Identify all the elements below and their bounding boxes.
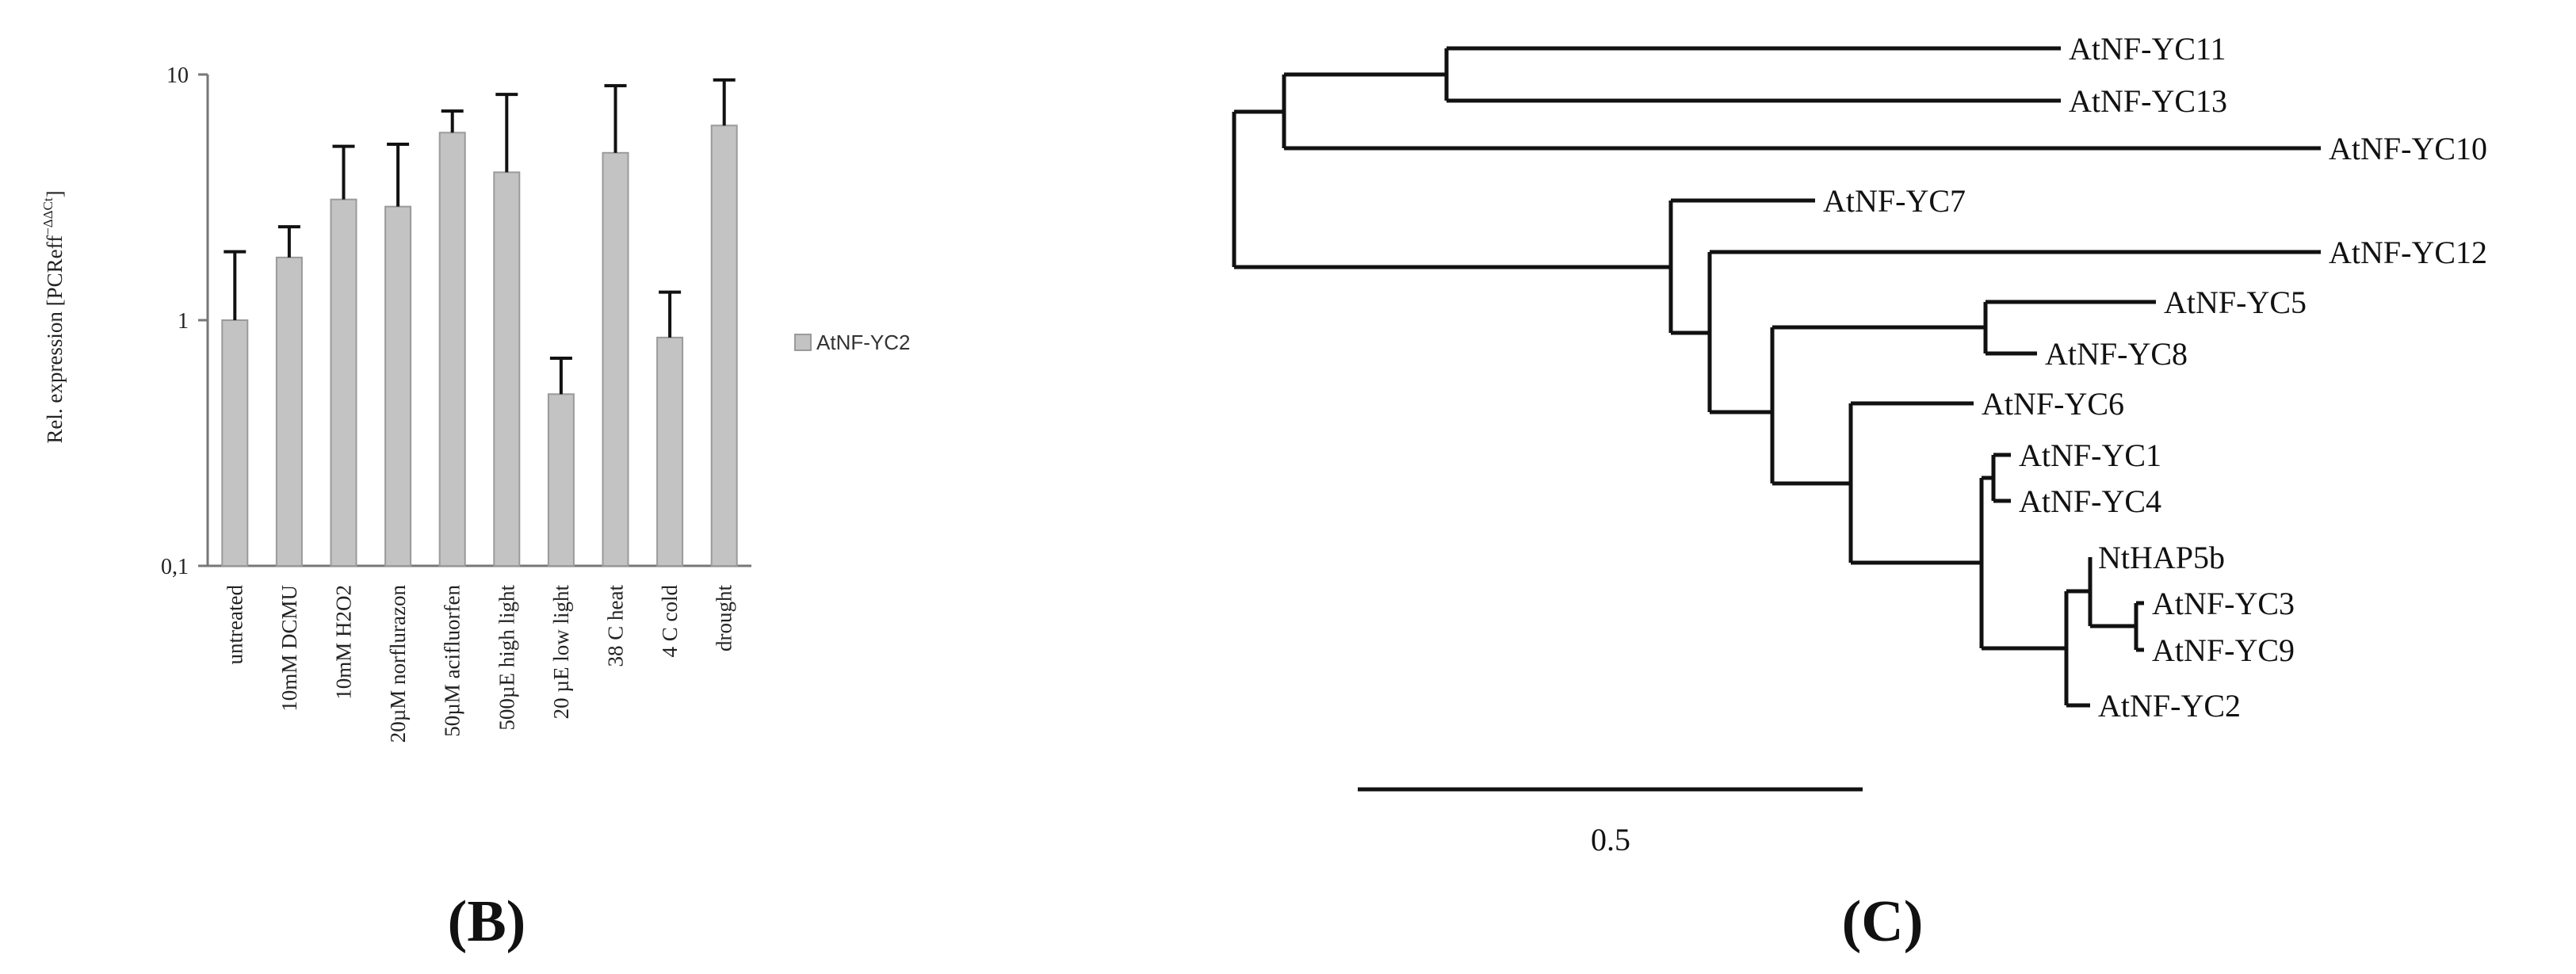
- x-tick-label: 20 µE low light: [549, 585, 573, 720]
- bar: [602, 151, 629, 567]
- legend-swatch: [794, 334, 812, 351]
- x-tick-label: 50µM acifluorfen: [441, 585, 464, 737]
- tree-branches: [1232, 46, 2321, 708]
- x-tick-label: 20µM norflurazon: [386, 585, 410, 743]
- x-tick-label: 38 C heat: [604, 585, 628, 667]
- error-bar: [549, 357, 572, 395]
- tree-leaf-label: AtNF-YC1: [2019, 437, 2161, 473]
- y-tick-label: 1: [178, 309, 189, 334]
- error-bar: [713, 78, 736, 126]
- error-bar: [659, 290, 682, 338]
- x-tick-label: 10mM H2O2: [332, 585, 356, 700]
- legend-label: AtNF-YC2: [816, 330, 910, 354]
- tree-leaf-label: AtNF-YC4: [2019, 483, 2161, 519]
- error-bar: [224, 250, 247, 320]
- tree-leaf-label: AtNF-YC11: [2069, 31, 2226, 67]
- bar: [275, 256, 303, 567]
- bar: [384, 205, 412, 567]
- x-tick-label: 4 C cold: [658, 585, 682, 658]
- tree-leaf-label: AtNF-YC6: [1982, 386, 2124, 422]
- x-tick-label: drought: [713, 585, 736, 651]
- error-bar: [387, 143, 410, 207]
- y-axis-label: Rel. expression [PCReff−ΔΔCt]: [40, 190, 67, 443]
- bar: [493, 171, 521, 567]
- y-tick-labels: 0,1 1 10: [161, 63, 189, 579]
- bar-marks: [221, 124, 738, 567]
- bar: [221, 319, 249, 567]
- tree-leaf-label: NtHAP5b: [2098, 540, 2225, 575]
- legend: AtNF-YC2: [794, 330, 910, 354]
- panel-label-b: (B): [448, 889, 526, 954]
- tree-leaf-label: AtNF-YC2: [2098, 688, 2241, 724]
- tree-leaf-label: AtNF-YC9: [2152, 632, 2295, 668]
- tree-leaf-label: AtNF-YC7: [1823, 183, 1966, 219]
- tree-leaf-label: AtNF-YC13: [2069, 83, 2227, 119]
- error-bar: [332, 144, 355, 200]
- bar: [438, 132, 466, 567]
- error-bar: [441, 109, 464, 133]
- tree-leaf-label: AtNF-YC8: [2045, 336, 2188, 372]
- x-tick-label: untreated: [223, 585, 247, 665]
- tree-leaf-label: AtNF-YC10: [2329, 131, 2487, 166]
- bar: [547, 393, 575, 567]
- error-bar: [604, 84, 627, 153]
- bar: [330, 198, 357, 567]
- error-bar: [495, 93, 518, 173]
- error-bar: [277, 225, 300, 258]
- phylogenetic-tree: AtNF-YC11AtNF-YC13AtNF-YC10AtNF-YC7AtNF-…: [1232, 31, 2487, 858]
- x-tick-label: 10mM DCMU: [277, 585, 301, 712]
- tree-leaf-label: AtNF-YC5: [2164, 285, 2307, 320]
- error-bars: [224, 78, 736, 395]
- y-tick-label: 10: [166, 63, 189, 88]
- expression-bar-chart: 0,1 1 10 untreated 10mM DCMU 10mM H2O2 20µM n…: [40, 63, 910, 743]
- tree-leaf-labels: AtNF-YC11AtNF-YC13AtNF-YC10AtNF-YC7AtNF-…: [1823, 31, 2487, 724]
- x-tick-label: 500µE high light: [495, 585, 518, 731]
- bar: [710, 124, 738, 567]
- scale-bar-label: 0.5: [1591, 822, 1630, 858]
- tree-leaf-label: AtNF-YC3: [2152, 586, 2295, 621]
- panel-label-c: (C): [1842, 889, 1924, 954]
- tree-leaf-label: AtNF-YC12: [2329, 235, 2487, 270]
- x-tick-labels: untreated 10mM DCMU 10mM H2O2 20µM norflura…: [223, 585, 736, 743]
- y-tick-label: 0,1: [161, 555, 189, 579]
- bar: [656, 336, 684, 567]
